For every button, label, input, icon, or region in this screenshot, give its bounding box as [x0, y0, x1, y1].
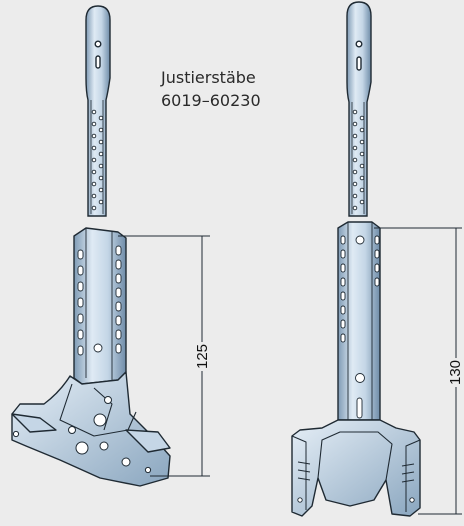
adjusting-rod-left [85, 5, 111, 217]
adjusting-rod-right [346, 1, 372, 217]
dimension-label-left: 125 [194, 341, 212, 372]
dimension-label-right: 130 [447, 357, 464, 388]
caption-label: Justierstäbe 6019–60230 [161, 66, 261, 112]
caption-line-2: 6019–60230 [161, 91, 261, 110]
caption-line-1: Justierstäbe [161, 68, 256, 87]
bracket-left [11, 227, 171, 487]
bracket-right [291, 221, 421, 517]
